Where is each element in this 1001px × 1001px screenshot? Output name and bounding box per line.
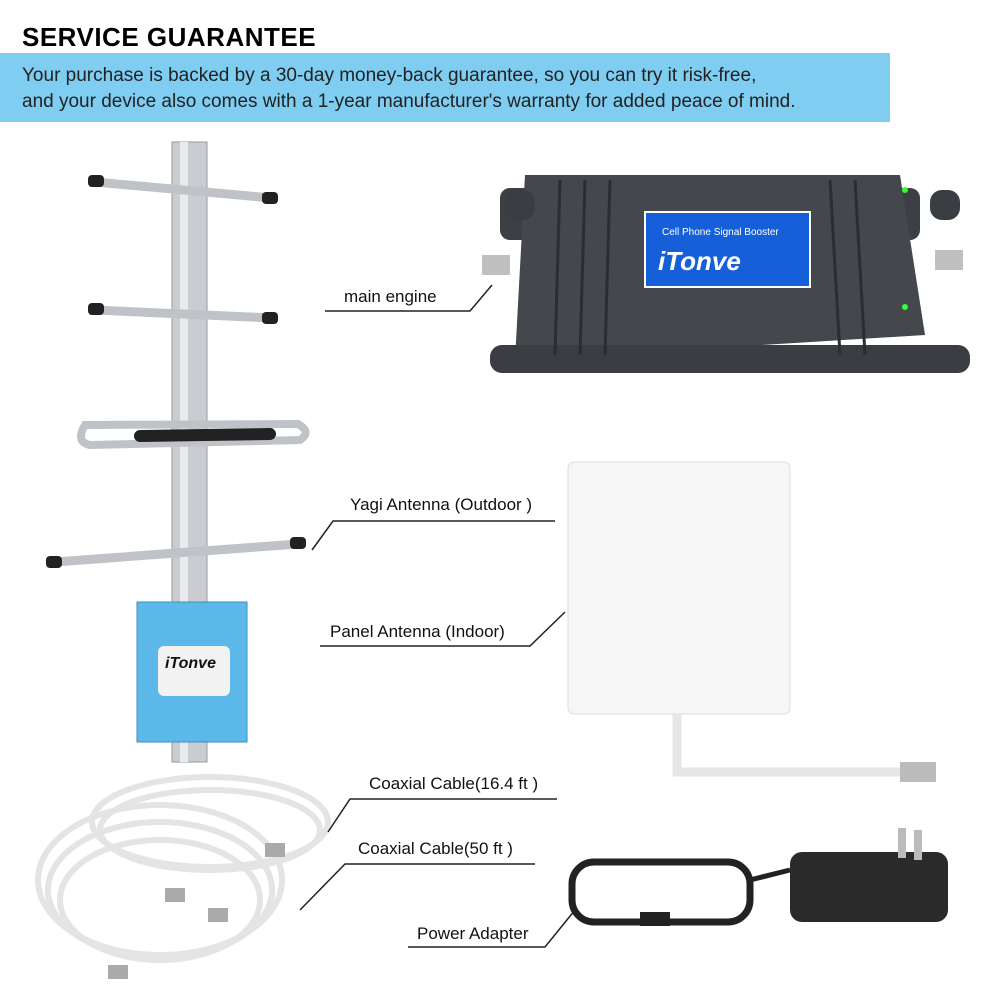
banner-line-2: and your device also comes with a 1-year… xyxy=(22,91,796,112)
power-adapter xyxy=(568,828,948,926)
yagi-brand-logo: iTonve xyxy=(165,655,216,672)
label-power-adapter: Power Adapter xyxy=(417,924,529,943)
leader-lines xyxy=(299,284,576,948)
page-title: SERVICE GUARANTEE xyxy=(22,22,317,52)
guarantee-banner: Your purchase is backed by a 30-day mone… xyxy=(0,53,890,122)
label-main-engine: main engine xyxy=(344,287,437,306)
booster-main-engine: Cell Phone Signal Booster iTonve xyxy=(482,175,970,373)
booster-subtitle: Cell Phone Signal Booster xyxy=(662,227,779,238)
panel-antenna xyxy=(567,461,936,782)
banner-line-1: Your purchase is backed by a 30-day mone… xyxy=(22,65,757,86)
coaxial-cables xyxy=(35,774,331,963)
label-yagi-antenna: Yagi Antenna (Outdoor ) xyxy=(350,495,533,514)
booster-brand-logo: iTonve xyxy=(658,246,741,276)
label-coaxial-cable-50ft: Coaxial Cable(50 ft ) xyxy=(358,839,513,858)
label-coaxial-cable-16ft: Coaxial Cable(16.4 ft ) xyxy=(369,774,539,793)
label-panel-antenna: Panel Antenna (Indoor) xyxy=(330,622,505,641)
yagi-antenna: iTonve xyxy=(46,141,310,763)
